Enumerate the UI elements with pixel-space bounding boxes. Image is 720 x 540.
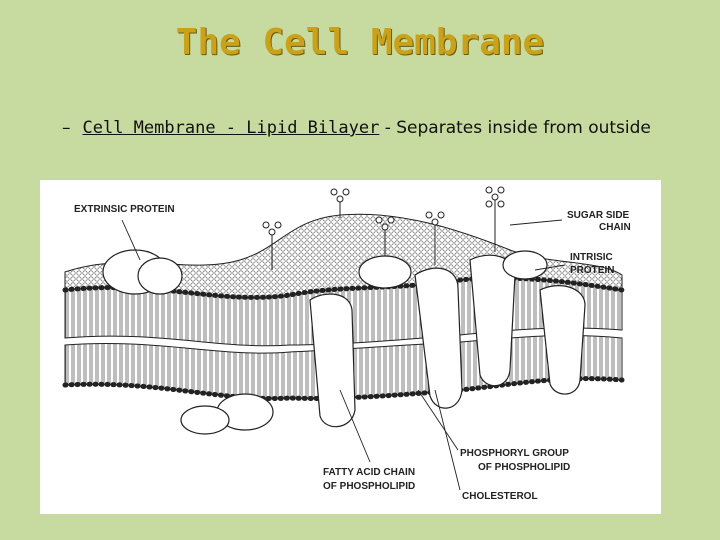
cell-membrane-diagram: EXTRINSIC PROTEIN SUGAR SIDE CHAIN INTRI… [40,180,661,514]
label-sugar-side-chain-1: SUGAR SIDE [567,210,630,221]
bullet-point: –Cell Membrane - Lipid Bilayer - Separat… [62,118,651,138]
slide-title: The Cell Membrane [175,22,545,63]
label-intrisic-protein-1: INTRISIC [570,252,613,263]
bullet-term: Cell Membrane - Lipid Bilayer [82,118,380,138]
label-fatty-acid-chain-2: OF PHOSPHOLIPID [323,481,415,492]
label-phosphoryl-group-1: PHOSPHORYL GROUP [460,448,569,459]
label-intrisic-protein-2: PROTEIN [570,265,614,276]
label-cholesterol: CHOLESTEROL [462,491,538,502]
membrane-illustration: EXTRINSIC PROTEIN SUGAR SIDE CHAIN INTRI… [62,186,631,502]
label-phosphoryl-group-2: OF PHOSPHOLIPID [478,462,570,473]
bullet-dash: – [62,118,71,138]
label-extrinsic-protein: EXTRINSIC PROTEIN [74,204,175,215]
label-sugar-side-chain-2: CHAIN [599,222,631,233]
label-fatty-acid-chain-1: FATTY ACID CHAIN [323,467,415,478]
bullet-description: - Separates inside from outside [379,118,651,138]
